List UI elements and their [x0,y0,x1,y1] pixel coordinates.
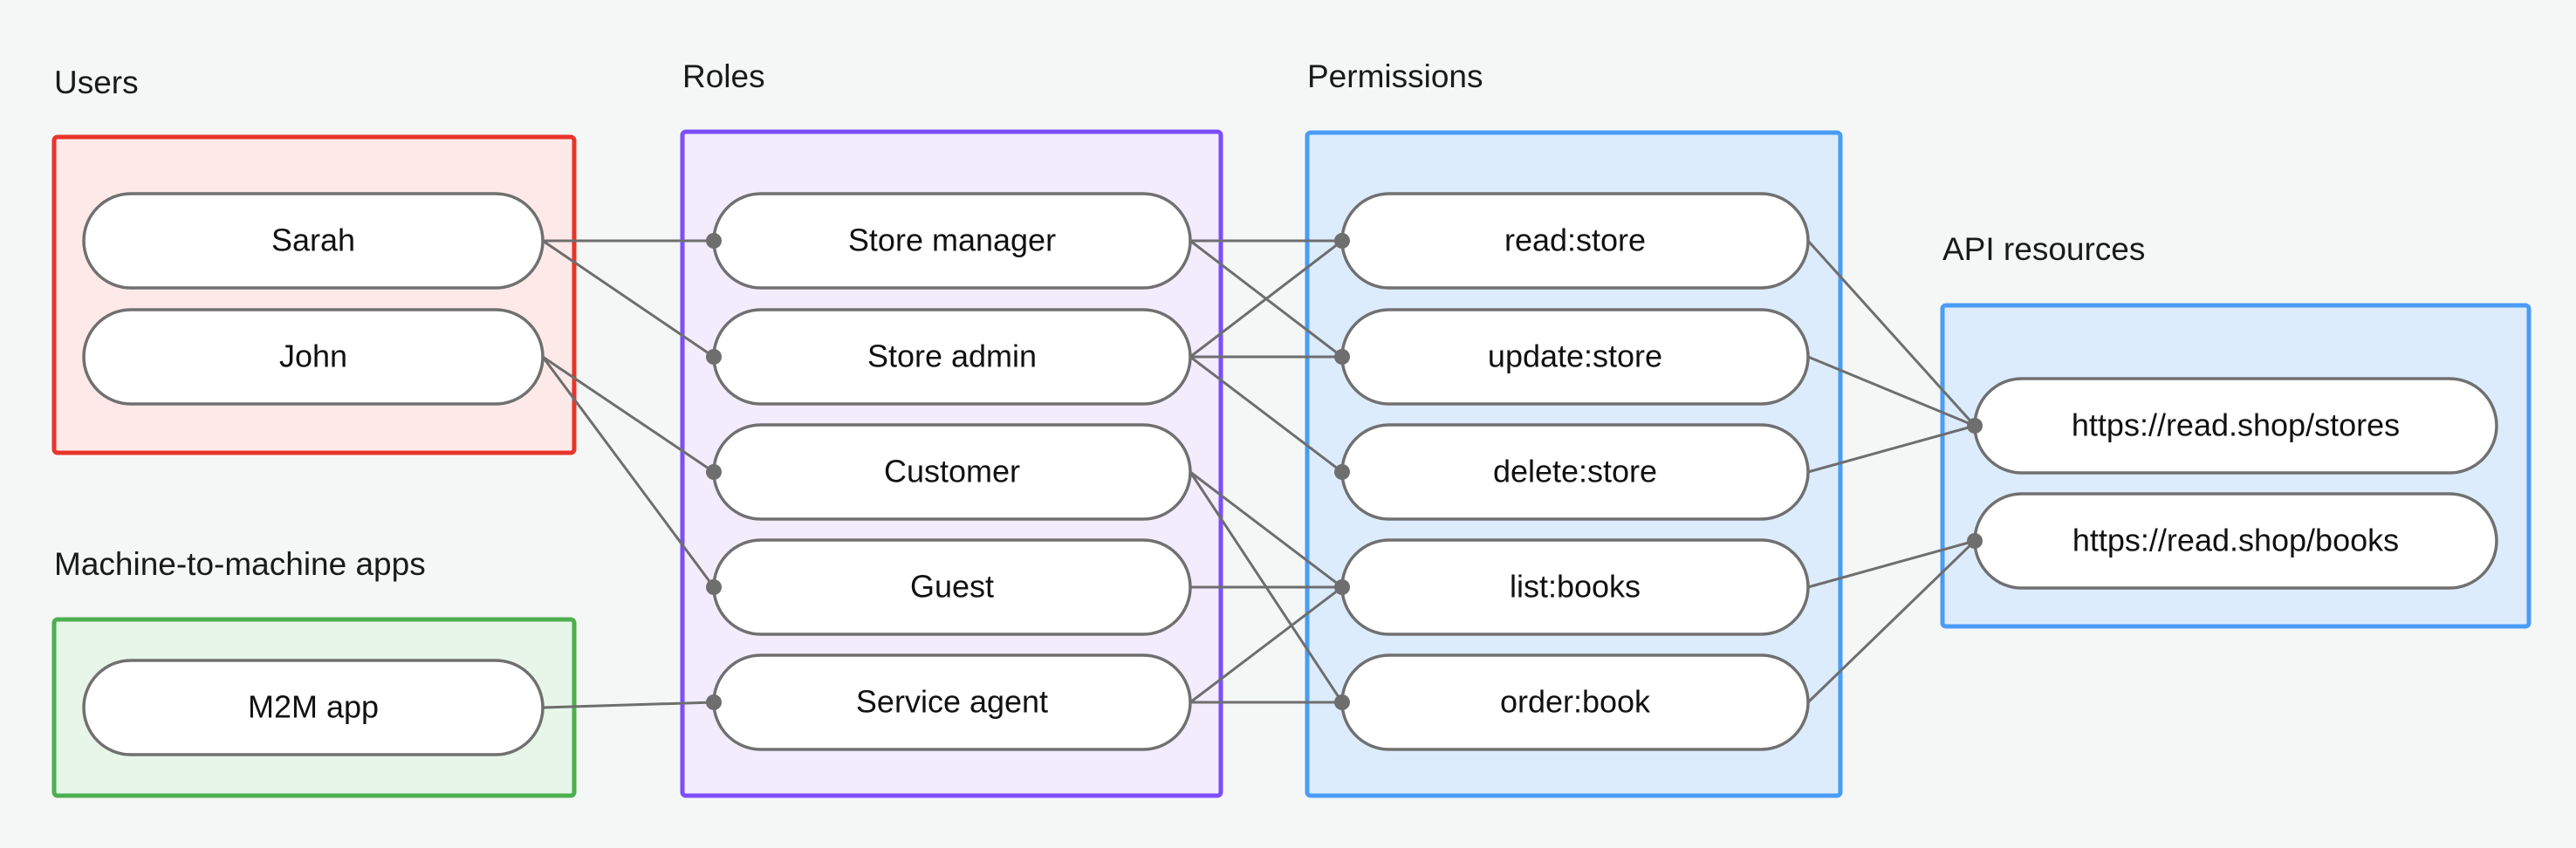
node-label-store-manager: Store manager [848,222,1056,258]
node-label-sarah: Sarah [271,222,355,258]
edge-endpoint-dot-service-agent [706,694,722,710]
edge-service-agent-to-list-books [1189,585,1343,704]
edge-sarah-to-store-admin [542,239,715,359]
group-label-roles: Roles [682,58,765,94]
edge-endpoint-dot-store-admin [706,349,722,365]
group-label-permissions: Permissions [1307,58,1483,94]
group-label-api-resources: API resources [1942,231,2145,267]
edge-endpoint-dot-guest [706,579,722,595]
node-label-m2m-app: M2M app [248,689,379,725]
edge-customer-to-list-books [1189,470,1343,589]
edge-endpoint-dot-list-books [1334,579,1350,595]
edge-endpoint-dot-res-books [1967,533,1983,549]
group-label-m2m: Machine-to-machine apps [54,546,426,582]
edge-endpoint-dot-res-stores [1967,418,1983,434]
edge-store-admin-to-delete-store [1189,355,1343,474]
edge-read-store-to-res-stores [1806,239,1977,427]
node-label-guest: Guest [910,569,994,605]
node-label-read-store: read:store [1504,222,1646,258]
edge-john-to-guest [541,356,716,588]
node-sarah[interactable] [82,192,545,290]
edge-update-store-to-res-stores [1807,355,1976,427]
edge-store-admin-to-read-store [1189,239,1343,359]
edge-john-to-customer [542,355,715,474]
node-label-res-stores: https://read.shop/stores [2072,407,2400,443]
edge-endpoint-dot-store-manager [706,233,722,249]
node-john[interactable] [82,308,545,406]
node-label-store-admin: Store admin [867,339,1037,374]
edge-endpoint-dot-read-store [1334,233,1350,249]
edge-endpoint-dot-delete-store [1334,464,1350,480]
node-label-res-books: https://read.shop/books [2072,523,2399,558]
node-label-service-agent: Service agent [856,684,1048,720]
edge-m2m-app-to-service-agent [542,701,715,709]
edge-endpoint-dot-order-book [1334,694,1350,710]
node-label-customer: Customer [884,454,1020,489]
edge-endpoint-dots-layer [706,233,1983,710]
edge-endpoint-dot-update-store [1334,349,1350,365]
node-label-order-book: order:book [1500,684,1651,720]
edge-order-book-to-res-books [1806,539,1977,704]
node-label-john: John [279,339,347,374]
edge-list-books-to-res-books [1807,539,1976,589]
edges-layer [541,239,1977,709]
node-label-update-store: update:store [1488,339,1662,374]
edge-delete-store-to-res-stores [1807,424,1976,474]
node-label-list-books: list:books [1510,569,1641,605]
node-label-delete-store: delete:store [1493,454,1657,489]
group-label-users: Users [54,65,139,100]
node-m2m-app[interactable] [82,659,545,756]
edge-endpoint-dot-customer [706,464,722,480]
